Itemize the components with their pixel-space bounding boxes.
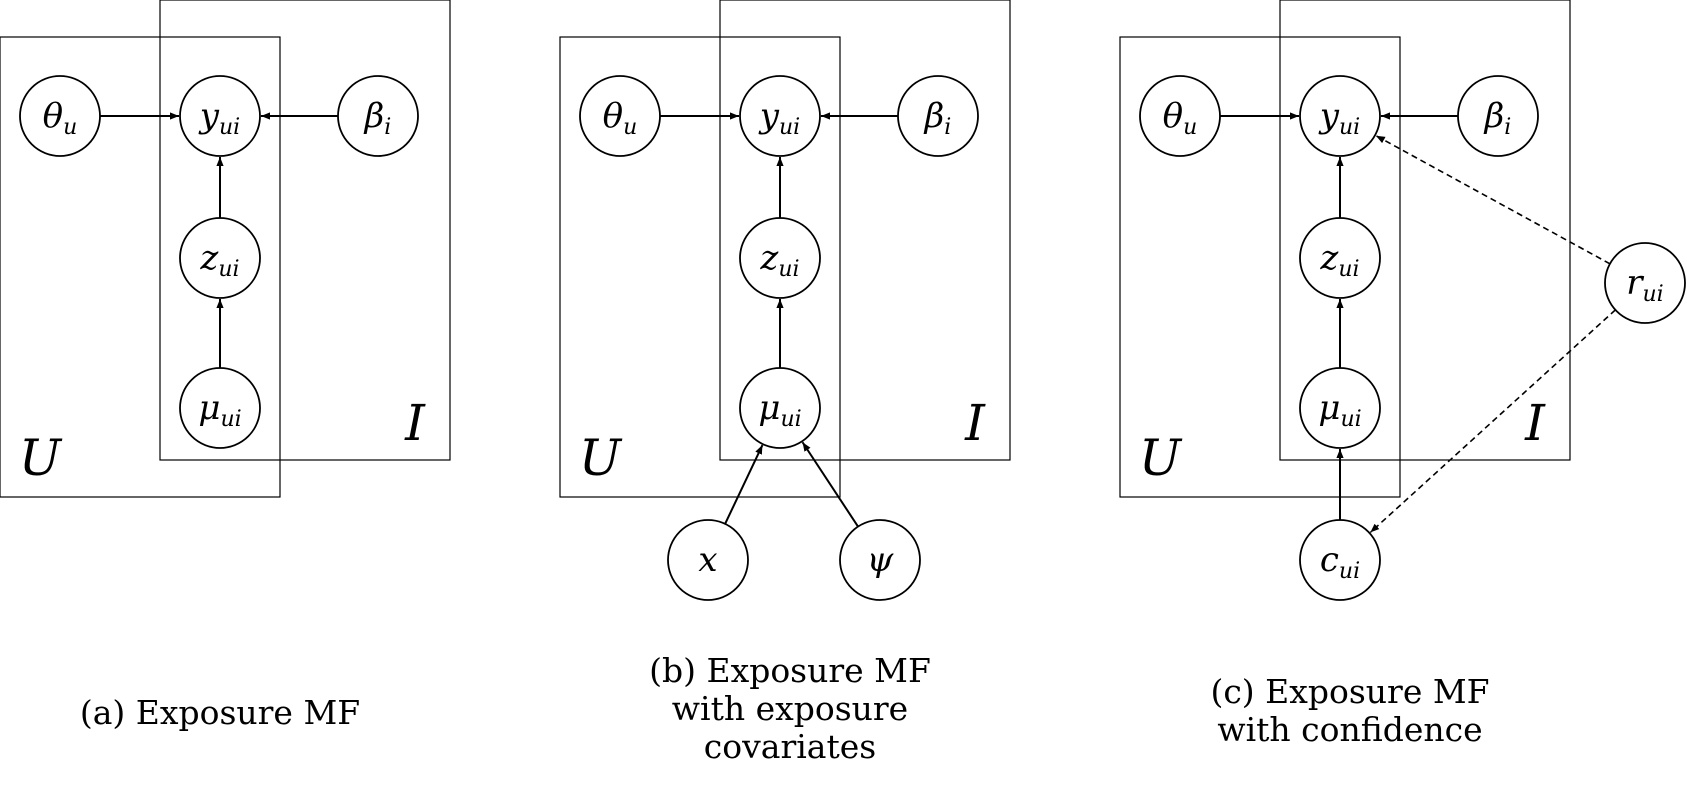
plate-u-a	[0, 36, 281, 498]
edge-r-to-c-c	[1369, 309, 1616, 534]
node-r-c: rui	[1604, 242, 1686, 324]
node-z-a: zui	[179, 217, 261, 299]
svg-text:βi: βi	[923, 96, 952, 140]
node-beta-b: βi	[897, 75, 979, 157]
node-psi-b: ψ	[839, 519, 921, 601]
plate-i-c	[1279, 0, 1571, 461]
node-beta-c: βi	[1457, 75, 1539, 157]
node-y-b: yui	[739, 75, 821, 157]
plate-label-i-a: I	[404, 394, 426, 452]
node-z-b: zui	[739, 217, 821, 299]
svg-text:yui: yui	[1318, 96, 1360, 140]
svg-text:x: x	[698, 540, 717, 580]
node-mu-c: μui	[1299, 367, 1381, 449]
svg-text:yui: yui	[758, 96, 800, 140]
node-mu-a: μui	[179, 367, 261, 449]
plate-label-i-b: I	[964, 394, 986, 452]
node-z-c: zui	[1299, 217, 1381, 299]
svg-text:yui: yui	[198, 96, 240, 140]
plate-u-c	[1119, 36, 1401, 498]
svg-text:θu: θu	[1163, 96, 1198, 140]
svg-text:zui: zui	[759, 238, 799, 282]
edge-x-to-mu-b	[724, 444, 764, 525]
svg-text:βi: βi	[1483, 96, 1512, 140]
edge-r-to-y-c	[1375, 134, 1611, 265]
plate-u-b	[559, 36, 841, 498]
plate-label-u-b: U	[579, 429, 623, 487]
plate-i-a	[159, 0, 451, 461]
node-c-c: cui	[1299, 519, 1381, 601]
svg-text:μui: μui	[758, 388, 801, 432]
svg-text:rui: rui	[1626, 263, 1663, 307]
node-mu-b: μui	[739, 367, 821, 449]
node-x-b: x	[667, 519, 749, 601]
node-y-a: yui	[179, 75, 261, 157]
svg-text:zui: zui	[1319, 238, 1359, 282]
plate-i-b	[719, 0, 1011, 461]
node-theta-a: θu	[19, 75, 101, 157]
caption-b: (b) Exposure MF with exposure covariates	[649, 651, 931, 766]
node-y-c: yui	[1299, 75, 1381, 157]
svg-text:zui: zui	[199, 238, 239, 282]
caption-a: (a) Exposure MF	[79, 693, 361, 732]
svg-text:θu: θu	[43, 96, 78, 140]
plate-label-u-c: U	[1139, 429, 1183, 487]
edge-psi-to-mu-b	[801, 441, 859, 528]
node-beta-a: βi	[337, 75, 419, 157]
svg-text:μui: μui	[1318, 388, 1361, 432]
svg-text:μui: μui	[198, 388, 241, 432]
svg-text:ψ: ψ	[867, 540, 894, 580]
svg-text:βi: βi	[363, 96, 392, 140]
plate-label-i-c: I	[1524, 394, 1546, 452]
node-theta-b: θu	[579, 75, 661, 157]
svg-text:cui: cui	[1320, 540, 1360, 584]
node-theta-c: θu	[1139, 75, 1221, 157]
caption-c: (c) Exposure MF with confidence	[1210, 672, 1490, 749]
svg-text:θu: θu	[603, 96, 638, 140]
plate-label-u-a: U	[19, 429, 63, 487]
